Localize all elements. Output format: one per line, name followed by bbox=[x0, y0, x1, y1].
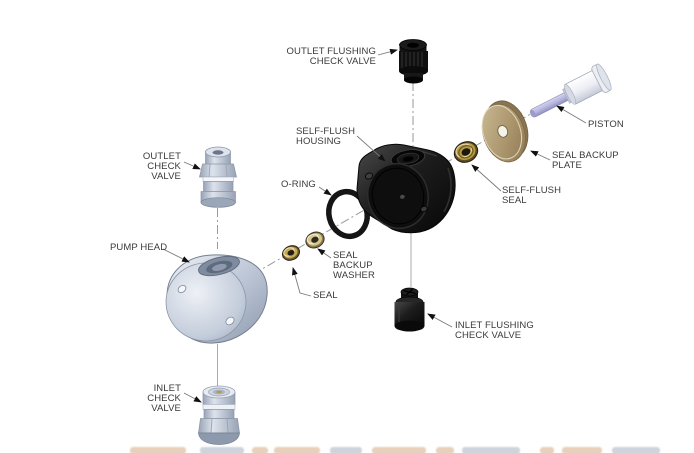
leader-pump-head bbox=[162, 248, 190, 263]
caption-fragment bbox=[274, 447, 320, 453]
part-pump-head bbox=[165, 254, 268, 344]
caption-fragment bbox=[562, 447, 602, 453]
label-outlet-check-valve: OUTLET CHECK VALVE bbox=[142, 151, 181, 182]
part-inlet-check-valve bbox=[198, 385, 240, 445]
label-seal: SEAL bbox=[313, 290, 338, 301]
part-seal-backup-plate bbox=[481, 100, 529, 163]
caption-fragment bbox=[612, 447, 660, 453]
leader-piston bbox=[556, 105, 587, 124]
caption-fragment bbox=[252, 447, 268, 453]
leader-seal-backup-washer bbox=[317, 248, 332, 259]
part-seal bbox=[281, 245, 301, 261]
label-self-flush-seal: SELF-FLUSH SEAL bbox=[502, 185, 562, 206]
label-inlet-check-valve: INLET CHECK VALVE bbox=[147, 383, 181, 414]
part-seal-backup-washer bbox=[305, 231, 325, 249]
leader-outlet-check-valve bbox=[183, 161, 201, 170]
label-o-ring: O-RING bbox=[281, 179, 316, 190]
label-piston: PISTON bbox=[588, 119, 624, 130]
caption-fragment bbox=[330, 447, 362, 453]
caption-fragment bbox=[462, 447, 520, 453]
caption-fragment bbox=[540, 447, 554, 453]
leader-lines bbox=[162, 48, 587, 403]
caption-fragment bbox=[372, 447, 426, 453]
caption-fragment bbox=[200, 447, 244, 453]
label-inlet-flushing-check-valve: INLET FLUSHING CHECK VALVE bbox=[455, 320, 534, 341]
leader-inlet-check-valve bbox=[183, 392, 202, 403]
caption-fragment bbox=[130, 447, 186, 453]
leader-seal-backup-plate bbox=[530, 150, 551, 161]
leader-self-flush-housing bbox=[356, 135, 386, 162]
part-outlet-check-valve bbox=[199, 146, 237, 208]
label-seal-backup-plate: SEAL BACKUP PLATE bbox=[552, 150, 619, 171]
label-seal-backup-washer: SEAL BACKUP WASHER bbox=[333, 250, 375, 281]
part-inlet-flushing-check-valve bbox=[394, 287, 425, 332]
part-outlet-flushing-check-valve bbox=[399, 39, 428, 84]
part-piston bbox=[529, 63, 612, 118]
label-self-flush-housing: SELF-FLUSH HOUSING bbox=[296, 126, 356, 147]
leader-seal bbox=[291, 267, 312, 297]
label-outlet-flushing-check-valve: OUTLET FLUSHING CHECK VALVE bbox=[286, 46, 376, 67]
part-self-flush-seal bbox=[453, 141, 479, 163]
leader-self-flush-seal bbox=[471, 164, 502, 192]
caption-fragment bbox=[436, 447, 454, 453]
leader-inlet-flushing-check-valve bbox=[427, 313, 453, 328]
leader-o-ring bbox=[318, 186, 332, 196]
part-self-flush-housing bbox=[356, 143, 456, 234]
label-pump-head: PUMP HEAD bbox=[110, 242, 168, 253]
cropped-caption-strip bbox=[0, 445, 694, 453]
leader-outlet-flushing-check-valve bbox=[377, 48, 398, 56]
